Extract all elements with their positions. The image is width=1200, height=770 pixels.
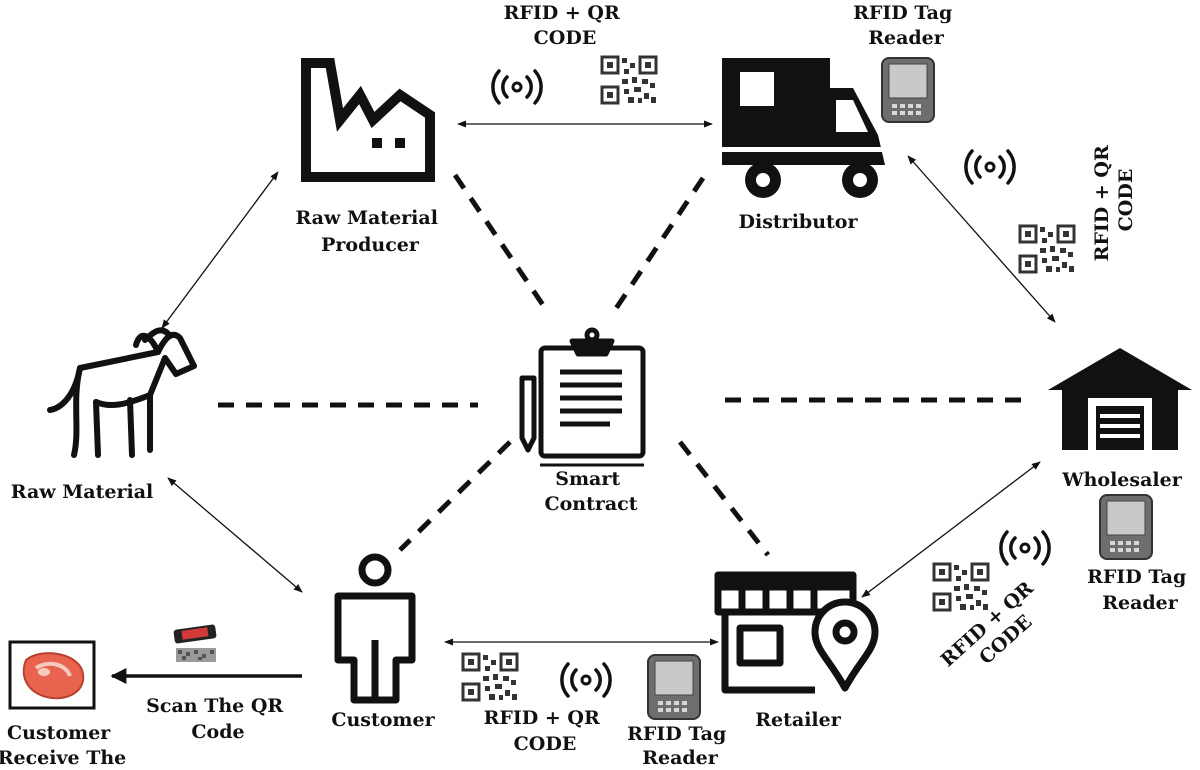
edge-label-right-top-line2: CODE bbox=[1115, 169, 1137, 232]
smart-contract-line2: Contract bbox=[544, 493, 637, 515]
customer-receive-line2: Receive The bbox=[0, 747, 126, 769]
warehouse-icon bbox=[1048, 348, 1192, 450]
flow-arrows bbox=[161, 120, 1056, 646]
distributor-label: Distributor bbox=[739, 211, 859, 233]
link-producer bbox=[452, 173, 548, 310]
reader-label-retailer-line2: Reader bbox=[642, 747, 719, 769]
meat-icon bbox=[8, 640, 96, 710]
arrow-distributor-wholesaler bbox=[907, 155, 1056, 323]
goat-icon bbox=[47, 327, 197, 458]
wholesaler-label: Wholesaler bbox=[1061, 469, 1182, 491]
arrow-wholesaler-retailer bbox=[861, 461, 1041, 598]
scan-label-line2: Code bbox=[191, 721, 244, 743]
qr-code-icon-right-top bbox=[1016, 222, 1078, 276]
rfid-icon-right-bottom bbox=[999, 530, 1051, 566]
smart-contract-links bbox=[218, 173, 1030, 557]
reader-label-wholesaler: RFID Tag Reader bbox=[1087, 566, 1193, 614]
edge-label-bottom-line2: CODE bbox=[514, 733, 577, 755]
edge-label-right-top: RFID + QR CODE bbox=[1091, 139, 1137, 262]
retailer-label: Retailer bbox=[755, 709, 841, 731]
raw-material-label: Raw Material bbox=[11, 481, 153, 503]
qr-code-icon-right-bottom bbox=[930, 560, 992, 614]
tag-reader-icon-wholesaler bbox=[1099, 494, 1153, 560]
customer-receive-line1: Customer bbox=[7, 722, 111, 744]
tag-reader-icon-retailer bbox=[647, 654, 701, 720]
scan-label: Scan The QR Code bbox=[146, 695, 290, 743]
link-customer bbox=[398, 440, 512, 552]
producer-label: Raw Material Producer bbox=[295, 207, 444, 256]
link-retailer bbox=[678, 440, 770, 557]
edge-label-top: RFID + QR CODE bbox=[504, 2, 627, 49]
smart-contract-line1: Smart bbox=[555, 468, 620, 490]
edge-label-right-top-line1: RFID + QR bbox=[1091, 145, 1113, 261]
customer-receive-label: Customer Receive The bbox=[0, 722, 126, 769]
producer-label-line1: Raw Material bbox=[295, 207, 437, 229]
store-icon bbox=[714, 571, 879, 694]
edge-label-top-line1: RFID + QR bbox=[504, 2, 620, 24]
edge-label-bottom-line1: RFID + QR bbox=[484, 707, 600, 729]
person-icon bbox=[334, 553, 416, 704]
customer-label: Customer bbox=[331, 709, 435, 731]
reader-label-distributor: RFID Tag Reader bbox=[853, 2, 959, 49]
reader-label-distributor-line2: Reader bbox=[868, 27, 945, 49]
rfid-icon-top bbox=[491, 69, 543, 105]
smart-contract-label: Smart Contract bbox=[544, 468, 637, 515]
rfid-icon-right-top bbox=[964, 149, 1016, 185]
arrow-raw-customer bbox=[167, 477, 303, 593]
rfid-icon-bottom bbox=[560, 662, 612, 698]
reader-label-distributor-line1: RFID Tag bbox=[853, 2, 952, 24]
phone-scan-icon bbox=[173, 624, 217, 662]
qr-code-icon-bottom bbox=[459, 650, 521, 704]
scan-label-line1: Scan The QR bbox=[146, 695, 283, 717]
producer-label-line2: Producer bbox=[321, 234, 420, 256]
edge-label-bottom: RFID + QR CODE bbox=[484, 707, 607, 755]
reader-label-retailer-line1: RFID Tag bbox=[627, 723, 726, 745]
reader-label-wholesaler-line2: Reader bbox=[1102, 592, 1179, 614]
reader-label-retailer: RFID Tag Reader bbox=[627, 723, 733, 769]
link-distributor bbox=[612, 176, 706, 312]
arrow-raw-producer bbox=[161, 171, 279, 329]
reader-label-wholesaler-line1: RFID Tag bbox=[1087, 566, 1186, 588]
edge-label-top-line2: CODE bbox=[534, 27, 597, 49]
qr-code-icon-top bbox=[598, 53, 660, 107]
factory-icon bbox=[301, 58, 435, 182]
clipboard-icon bbox=[519, 327, 646, 467]
tag-reader-icon-distributor bbox=[881, 57, 935, 123]
truck-icon bbox=[722, 58, 885, 198]
